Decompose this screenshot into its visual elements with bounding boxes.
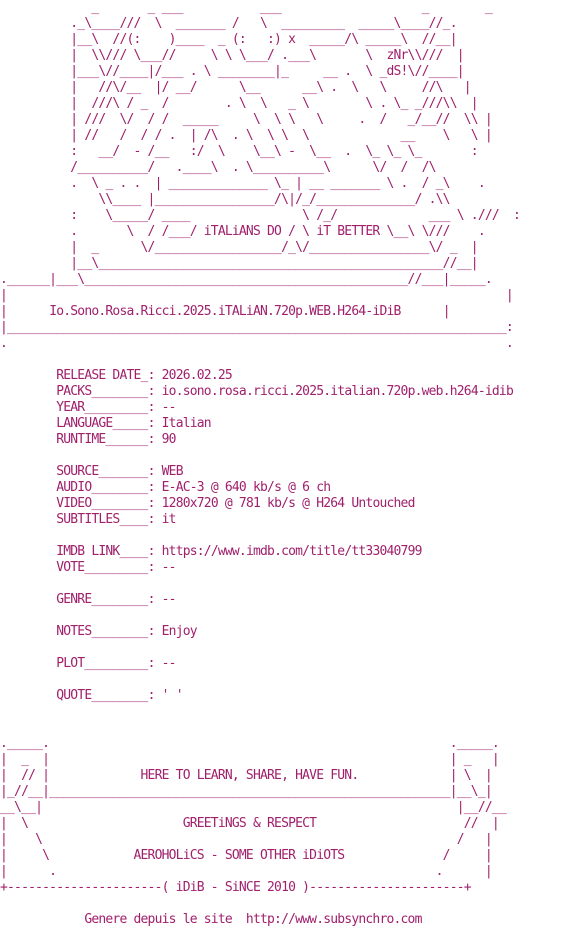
info-field-label: QUOTE________ bbox=[56, 688, 148, 703]
info-field-row: YEAR_________: -- bbox=[56, 400, 177, 415]
bottom-box-line: +----------------------( iDiB - SiNCE 20… bbox=[0, 880, 472, 895]
title-box-dots: . . bbox=[0, 336, 514, 351]
logo-art-line: | _ \/__________________/_\/____________… bbox=[0, 240, 478, 255]
logo-art-line: | \\/// \___// \ \ \___/ .___\ \ zNr\\//… bbox=[0, 48, 464, 63]
info-field-value: E-AC-3 @ 640 kb/s @ 6 ch bbox=[161, 480, 331, 495]
info-field-row: SOURCE_______: WEB bbox=[56, 464, 184, 479]
bottom-box-line: | . . | bbox=[0, 864, 493, 879]
nfo-document: _ _ ___ ___ _ _ ._\____/// \ _______ / \… bbox=[0, 0, 584, 895]
logo-art-line: . \ _ . . | ______________ \_ | __ _____… bbox=[0, 176, 485, 191]
info-field-value: Enjoy bbox=[161, 624, 198, 639]
bottom-box-line: ._____. ._____. bbox=[0, 736, 500, 751]
info-field-label: SOURCE_______ bbox=[56, 464, 148, 479]
info-field-label: GENRE________ bbox=[56, 592, 148, 607]
info-field-row: PLOT_________: -- bbox=[56, 656, 177, 671]
info-field-row: RELEASE DATE_: 2026.02.25 bbox=[56, 368, 233, 383]
generated-by-footer: Genere depuis le site http://www.subsync… bbox=[0, 912, 422, 927]
info-field-label: PACKS________ bbox=[56, 384, 148, 399]
bottom-box-line: __\__| |__//__ bbox=[0, 800, 507, 815]
release-name: Io.Sono.Rosa.Ricci.2025.iTALiAN.720p.WEB… bbox=[49, 304, 401, 319]
info-field-label: PLOT_________ bbox=[56, 656, 148, 671]
spacer-line bbox=[0, 608, 584, 624]
info-field-label: AUDIO________ bbox=[56, 480, 148, 495]
spacer-line bbox=[0, 352, 584, 368]
logo-art-line: | //\/__ |/ __/ \__ __\ . \ \ //\ | bbox=[0, 80, 471, 95]
info-field-value: https://www.imdb.com/title/tt33040799 bbox=[161, 544, 423, 559]
logo-art-line: _ _ ___ ___ _ _ bbox=[0, 0, 492, 15]
title-box-line: | Io.Sono.Rosa.Ricci.2025.iTALiAN.720p.W… bbox=[0, 304, 451, 319]
info-field-label: LANGUAGE_____ bbox=[56, 416, 148, 431]
logo-art-line: |__\____________________________________… bbox=[0, 256, 478, 271]
spacer-line bbox=[0, 704, 584, 720]
info-field-value: 2026.02.25 bbox=[161, 368, 233, 383]
bottom-box-line: | // | HERE TO LEARN, SHARE, HAVE FUN. |… bbox=[0, 768, 493, 783]
spacer-line bbox=[0, 640, 584, 656]
info-field-label: NOTES________ bbox=[56, 624, 148, 639]
info-field-row: AUDIO________: E-AC-3 @ 640 kb/s @ 6 ch bbox=[56, 480, 331, 495]
spacer-line bbox=[0, 528, 584, 544]
info-field-row: NOTES________: Enjoy bbox=[56, 624, 198, 639]
info-field-value: ' ' bbox=[161, 688, 184, 703]
info-field-value: -- bbox=[161, 592, 177, 607]
title-box-top-border: .______|___\____________________________… bbox=[0, 272, 493, 287]
info-field-label: VOTE_________ bbox=[56, 560, 148, 575]
spacer-line bbox=[0, 448, 584, 464]
logo-art-line: |___\//____|/___ . \ ________|_ __ . \ _… bbox=[0, 64, 464, 79]
info-field-value: io.sono.rosa.ricci.2025.italian.720p.web… bbox=[161, 384, 514, 399]
info-field-row: IMDB LINK____: https://www.imdb.com/titl… bbox=[56, 544, 423, 559]
info-field-row: VOTE_________: -- bbox=[56, 560, 177, 575]
bottom-box-line: | \ GREETiNGS & RESPECT // | bbox=[0, 816, 500, 831]
info-field-value: 90 bbox=[161, 432, 177, 447]
info-field-row: QUOTE________: ' ' bbox=[56, 688, 184, 703]
info-field-value: it bbox=[161, 512, 177, 527]
info-field-label: YEAR_________ bbox=[56, 400, 148, 415]
info-field-label: SUBTITLES____ bbox=[56, 512, 148, 527]
logo-art-line: \\____ |_________________/\|/_/_________… bbox=[0, 192, 450, 207]
logo-art-line: : \_____/ ____ \ /_/ ___ \ ./// : bbox=[0, 208, 521, 223]
info-field-row: PACKS________: io.sono.rosa.ricci.2025.i… bbox=[56, 384, 514, 399]
info-field-value: Italian bbox=[161, 416, 212, 431]
bottom-box-line: |_//__|_________________________________… bbox=[0, 784, 493, 799]
info-field-label: VIDEO________ bbox=[56, 496, 148, 511]
info-field-row: GENRE________: -- bbox=[56, 592, 177, 607]
info-field-label: IMDB LINK____ bbox=[56, 544, 148, 559]
info-field-row: RUNTIME______: 90 bbox=[56, 432, 177, 447]
info-field-value: -- bbox=[161, 400, 177, 415]
logo-art-line: | // / / / . | /\ . \ \ \ \ __ \ \ | bbox=[0, 128, 492, 143]
logo-art-line: ._\____/// \ _______ / \ _________ _____… bbox=[0, 16, 457, 31]
logo-art-line: . \ / /___/ iTALiANS DO / \ iT BETTER \_… bbox=[0, 224, 485, 239]
bottom-box-line: | _ | | _ | bbox=[0, 752, 500, 767]
info-field-value: -- bbox=[161, 560, 177, 575]
info-field-row: VIDEO________: 1280x720 @ 781 kb/s @ H26… bbox=[56, 496, 416, 511]
info-field-row: LANGUAGE_____: Italian bbox=[56, 416, 212, 431]
logo-art-line: /__________/ .____\ . \__________\ \/ / … bbox=[0, 160, 436, 175]
logo-art-line: : __/ - /__ :/ \ \__\ - \__ . \_ \_ \_ : bbox=[0, 144, 478, 159]
logo-art-line: | ///\ / _ / . \ \ _ \ \ . \_ _///\\ | bbox=[0, 96, 478, 111]
title-box-bottom-border: |_______________________________________… bbox=[0, 320, 514, 335]
bottom-box-line: | \ / | bbox=[0, 832, 493, 847]
logo-art-line: |__\ //(: )____ _ (: :) x _____/\ _____\… bbox=[0, 32, 457, 47]
logo-art-line: | /// \/ / / _____ \ \ \ \ . / _/__// \\… bbox=[0, 112, 492, 127]
info-field-value: WEB bbox=[161, 464, 184, 479]
info-field-value: -- bbox=[161, 656, 177, 671]
info-field-row: SUBTITLES____: it bbox=[56, 512, 177, 527]
info-field-label: RUNTIME______ bbox=[56, 432, 148, 447]
info-field-value: 1280x720 @ 781 kb/s @ H264 Untouched bbox=[161, 496, 416, 511]
spacer-line bbox=[0, 720, 584, 736]
info-field-label: RELEASE DATE_ bbox=[56, 368, 148, 383]
bottom-box-line: | \ AEROHOLiCS - SOME OTHER iDiOTS / | bbox=[0, 848, 493, 863]
spacer-line bbox=[0, 576, 584, 592]
title-box-padding: | | bbox=[0, 288, 514, 303]
spacer-line bbox=[0, 672, 584, 688]
